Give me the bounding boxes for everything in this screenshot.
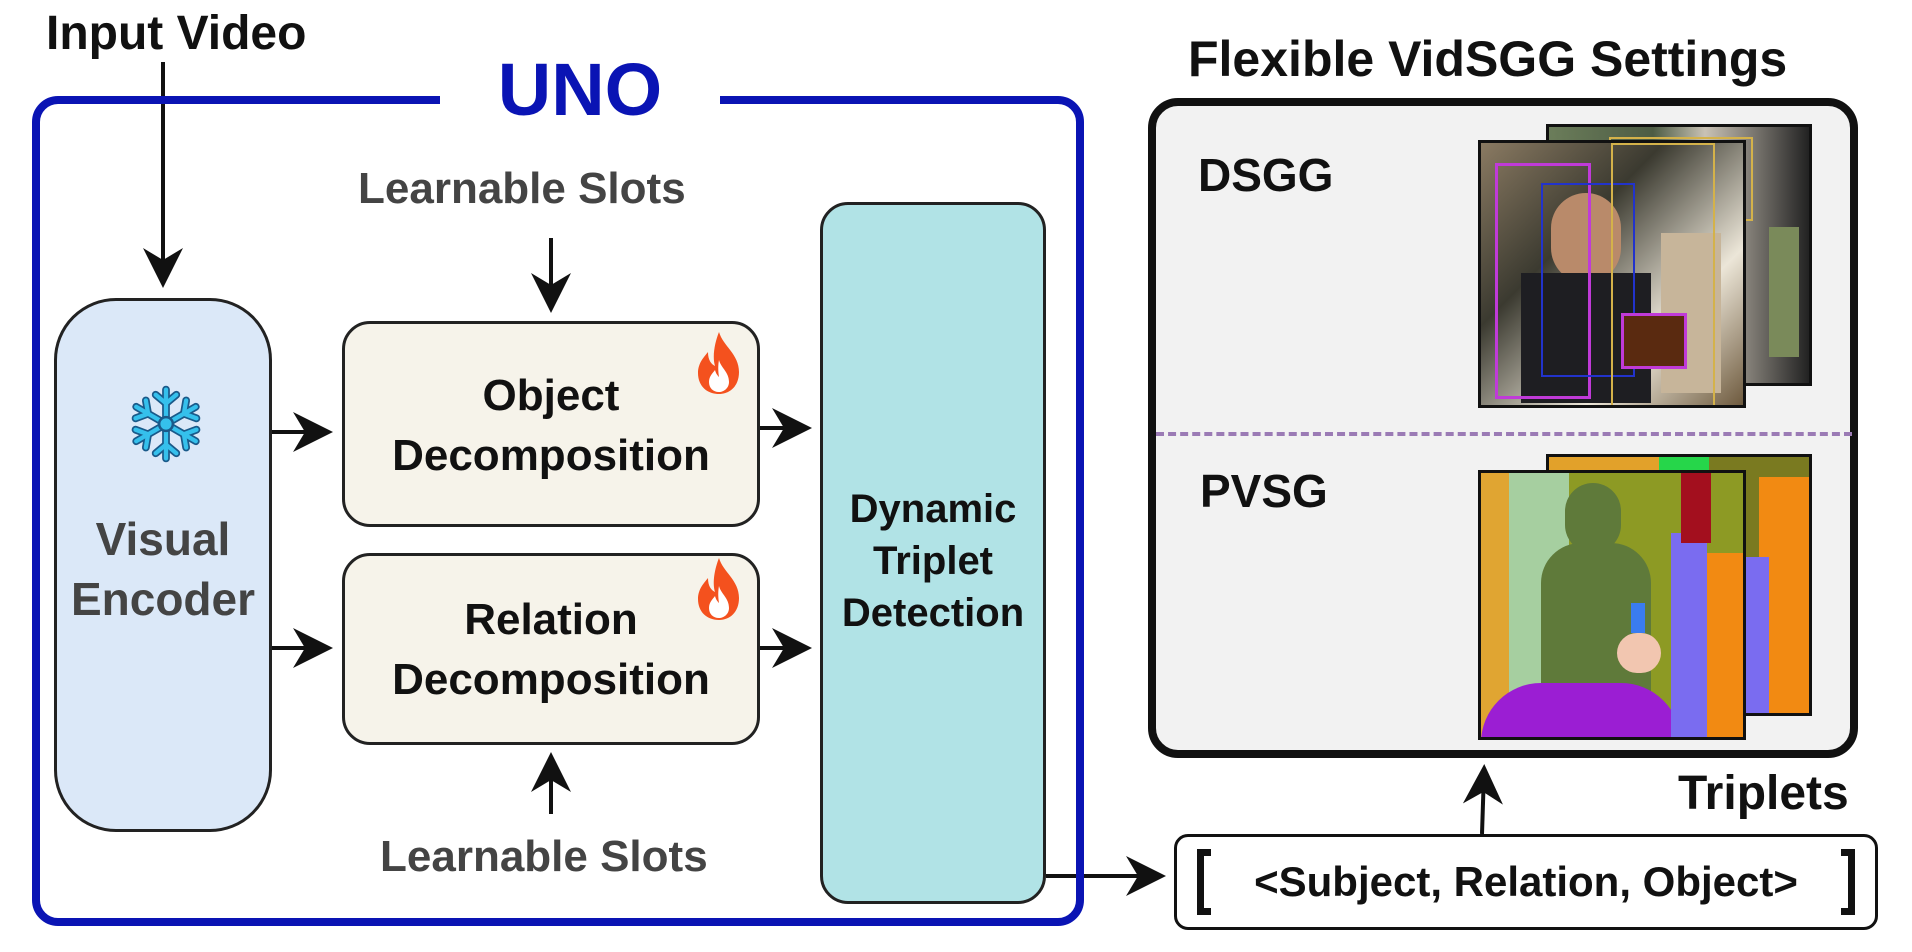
dsgg-frame-front: [1478, 140, 1746, 408]
settings-title: Flexible VidSGG Settings: [1188, 31, 1788, 87]
setting-label-dsgg: DSGG: [1198, 149, 1334, 201]
settings-panel: DSGG PVSG: [1148, 98, 1858, 758]
dynamic-triplet-line3: Detection: [841, 591, 1025, 635]
object-decomposition-block: Object Decomposition: [342, 321, 760, 527]
object-decomposition-line2: Decomposition: [392, 431, 710, 480]
triplets-text: <Subject, Relation, Object>: [1254, 858, 1798, 905]
dynamic-triplet-line2: Triplet: [872, 539, 994, 583]
relation-decomposition-line1: Relation: [464, 595, 638, 644]
setting-label-pvsg: PVSG: [1200, 465, 1328, 517]
settings-divider: [1156, 432, 1852, 436]
pvsg-frame-front: [1478, 470, 1746, 740]
visual-encoder-block: Visual Encoder: [54, 298, 272, 832]
relation-decomposition-line2: Decomposition: [392, 655, 710, 704]
object-decomposition-line1: Object: [482, 371, 620, 420]
uno-title: UNO: [440, 44, 720, 134]
input-video-label: Input Video: [46, 7, 307, 60]
learnable-slots-top-label: Learnable Slots: [358, 164, 686, 213]
triplets-label: Triplets: [1678, 767, 1849, 820]
left-bracket: [1197, 849, 1211, 915]
right-bracket: [1841, 849, 1855, 915]
triplets-box: <Subject, Relation, Object>: [1174, 834, 1878, 930]
dynamic-triplet-detection-block: Dynamic Triplet Detection: [820, 202, 1046, 904]
visual-encoder-line2: Encoder: [70, 573, 256, 625]
learnable-slots-bottom-label: Learnable Slots: [380, 832, 708, 881]
relation-decomposition-block: Relation Decomposition: [342, 553, 760, 745]
visual-encoder-line1: Visual: [95, 513, 231, 565]
fire-icon: [698, 558, 739, 620]
snowflake-icon: [123, 385, 209, 467]
dynamic-triplet-line1: Dynamic: [849, 487, 1017, 531]
arrow-output-to-settings: [1462, 764, 1503, 835]
fire-icon: [698, 332, 739, 394]
